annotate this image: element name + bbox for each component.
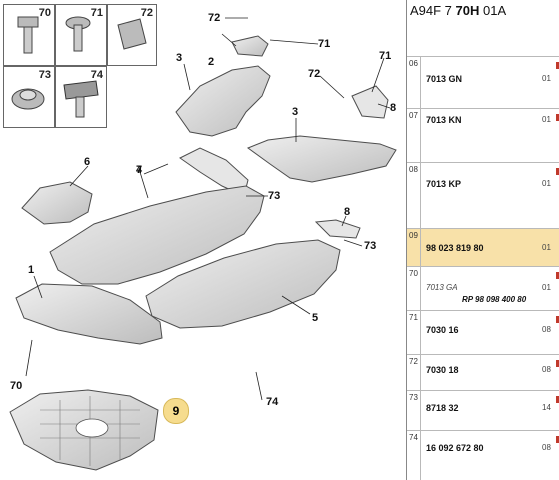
callout-8[interactable]: 8 bbox=[390, 102, 397, 114]
thumb-74[interactable]: 74 bbox=[55, 66, 107, 128]
callout-74[interactable]: 74 bbox=[266, 396, 279, 408]
parts-list-panel: A94F 7 70H 01A 06 7013 GN 01 07 7013 KN … bbox=[406, 0, 559, 480]
status-marker bbox=[556, 316, 559, 323]
row-number: 71 bbox=[407, 311, 421, 354]
part-8-top-bracket[interactable] bbox=[351, 85, 389, 119]
part-reference[interactable]: 7013 GA bbox=[426, 283, 458, 292]
row-number: 08 bbox=[407, 163, 421, 228]
part-8-lower-bracket[interactable] bbox=[314, 219, 361, 239]
callout-6[interactable]: 6 bbox=[84, 156, 91, 168]
callout-3[interactable]: 3 bbox=[176, 52, 183, 64]
part-quantity: 01 bbox=[542, 243, 551, 252]
part-reference[interactable]: 7013 KN bbox=[426, 115, 462, 125]
callout-2[interactable]: 2 bbox=[208, 56, 215, 68]
callout-72[interactable]: 72 bbox=[308, 68, 321, 80]
part-3-left-shield[interactable] bbox=[175, 65, 271, 137]
part-row-70[interactable]: 70 7013 GA RP 98 098 400 80 01 bbox=[407, 266, 559, 310]
part-quantity: 08 bbox=[542, 325, 551, 334]
flange-nut-icon bbox=[11, 88, 45, 110]
callout-8[interactable]: 8 bbox=[344, 206, 351, 218]
part-reference[interactable]: 98 023 819 80 bbox=[426, 243, 484, 253]
status-marker bbox=[556, 114, 559, 121]
status-marker bbox=[556, 272, 559, 279]
header-bold: 70H bbox=[455, 3, 480, 18]
callout-71[interactable]: 71 bbox=[318, 38, 331, 50]
row-number: 06 bbox=[407, 57, 421, 108]
part-row-08[interactable]: 08 7013 KP 01 bbox=[407, 162, 559, 228]
header-prefix: A94F 7 bbox=[410, 3, 456, 18]
callout-4[interactable]: 4 bbox=[136, 164, 143, 176]
part-5-rear-shield[interactable] bbox=[145, 239, 341, 329]
part-quantity: 01 bbox=[542, 115, 551, 124]
clip-fastener-icon bbox=[117, 18, 147, 50]
callout-3[interactable]: 3 bbox=[292, 106, 299, 118]
part-1-front-shield[interactable] bbox=[15, 283, 163, 345]
thumb-71[interactable]: 71 bbox=[55, 4, 107, 66]
callout-5[interactable]: 5 bbox=[312, 312, 319, 324]
row-number: 74 bbox=[407, 431, 421, 480]
part-quantity: 08 bbox=[542, 443, 551, 452]
thumb-label: 74 bbox=[90, 69, 103, 81]
callout-72[interactable]: 72 bbox=[208, 12, 221, 24]
part-row-07[interactable]: 07 7013 KN 01 bbox=[407, 108, 559, 162]
callout-71[interactable]: 71 bbox=[379, 50, 392, 62]
part-reference[interactable]: 8718 32 bbox=[426, 403, 459, 413]
part-row-09-selected[interactable]: 09 98 023 819 80 01 bbox=[407, 228, 559, 266]
push-clip-icon bbox=[63, 80, 99, 118]
thumb-label: 72 bbox=[140, 7, 153, 19]
row-number: 72 bbox=[407, 355, 421, 390]
part-9-hole bbox=[75, 418, 109, 438]
part-row-73[interactable]: 73 8718 32 14 bbox=[407, 390, 559, 430]
bolt-washer-icon bbox=[65, 16, 91, 52]
part-4-main-shield[interactable] bbox=[49, 185, 265, 285]
part-row-72[interactable]: 72 7030 18 08 bbox=[407, 354, 559, 390]
status-marker bbox=[556, 396, 559, 403]
part-quantity: 08 bbox=[542, 365, 551, 374]
screw-collar-icon bbox=[17, 16, 39, 54]
callout-9-selected[interactable]: 9 bbox=[163, 398, 189, 424]
part-quantity: 01 bbox=[542, 283, 551, 292]
leader-lines bbox=[25, 17, 391, 401]
row-number: 70 bbox=[407, 267, 421, 310]
part-quantity: 14 bbox=[542, 403, 551, 412]
part-reference[interactable]: 7030 18 bbox=[426, 365, 459, 375]
status-marker bbox=[556, 62, 559, 69]
row-number: 73 bbox=[407, 391, 421, 430]
part-3-right-shield[interactable] bbox=[246, 135, 397, 183]
part-row-71[interactable]: 71 7030 16 08 bbox=[407, 310, 559, 354]
row-number: 09 bbox=[407, 229, 421, 266]
thumb-70[interactable]: 70 bbox=[3, 4, 55, 66]
thumb-label: 71 bbox=[90, 7, 103, 19]
callout-7[interactable]: 7 bbox=[136, 164, 143, 176]
header-suffix: 01A bbox=[479, 3, 507, 18]
part-reference[interactable]: 16 092 672 80 bbox=[426, 443, 484, 453]
catalog-header: A94F 7 70H 01A bbox=[407, 0, 559, 20]
part-row-74[interactable]: 74 16 092 672 80 08 bbox=[407, 430, 559, 480]
part-reference[interactable]: 7030 16 bbox=[426, 325, 459, 335]
callout-1[interactable]: 1 bbox=[28, 264, 35, 276]
callout-70[interactable]: 70 bbox=[10, 380, 23, 392]
callout-73[interactable]: 73 bbox=[268, 190, 281, 202]
replacement-reference[interactable]: RP 98 098 400 80 bbox=[462, 295, 527, 304]
thumb-72[interactable]: 72 bbox=[107, 4, 157, 66]
callout-73[interactable]: 73 bbox=[364, 240, 377, 252]
status-marker bbox=[556, 360, 559, 367]
part-reference[interactable]: 7013 KP bbox=[426, 179, 462, 189]
status-marker bbox=[556, 436, 559, 443]
thumb-label: 73 bbox=[38, 69, 51, 81]
part-6-plate[interactable] bbox=[21, 181, 93, 225]
diagram-drawing bbox=[9, 17, 397, 471]
status-marker bbox=[556, 168, 559, 175]
part-2-bracket[interactable] bbox=[231, 35, 269, 57]
thumb-73[interactable]: 73 bbox=[3, 66, 55, 128]
part-quantity: 01 bbox=[542, 179, 551, 188]
part-quantity: 01 bbox=[542, 74, 551, 83]
thumb-label: 70 bbox=[38, 7, 51, 19]
row-number: 07 bbox=[407, 109, 421, 162]
part-reference[interactable]: 7013 GN bbox=[426, 74, 463, 84]
exploded-diagram: 70 71 72 73 74 72 71 3 2 71 bbox=[3, 4, 397, 471]
part-row-06[interactable]: 06 7013 GN 01 bbox=[407, 56, 559, 108]
